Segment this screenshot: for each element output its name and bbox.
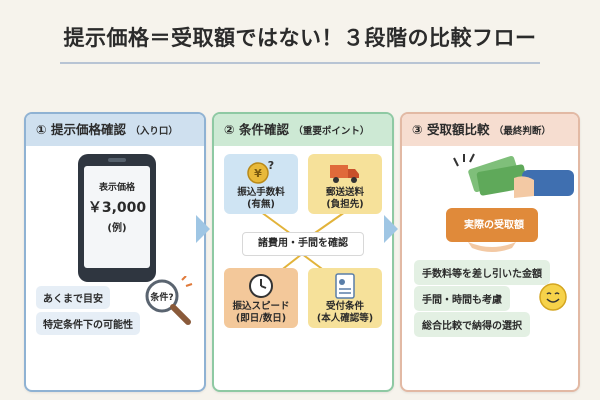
step-3-sub: （最終判断） bbox=[493, 126, 551, 137]
transfer-speed-tile: 振込スピード (即日/数日) bbox=[224, 268, 298, 328]
actual-receipt-label: 実際の受取額 bbox=[464, 220, 524, 231]
step-2-header: ② 条件確認 （重要ポイント） bbox=[214, 114, 392, 146]
caution-chip: 特定条件下の可能性 bbox=[36, 312, 140, 335]
caution-chip: あくまで目安 bbox=[36, 286, 110, 309]
flow-arrow-icon bbox=[196, 215, 210, 243]
shipping-tile: 郵送送料 (負担先) bbox=[308, 154, 382, 214]
tile-line1: 受付条件 bbox=[325, 301, 364, 312]
fee-tile: ¥ ? 振込手数料 (有無) bbox=[224, 154, 298, 214]
phone-notch bbox=[108, 158, 126, 162]
smiley-face-icon bbox=[539, 283, 567, 311]
tile-line2: (本人確認等) bbox=[316, 313, 374, 324]
display-price-note: (例) bbox=[107, 223, 127, 234]
step-2-heading: 条件確認 bbox=[238, 122, 289, 137]
id-document-icon bbox=[335, 273, 355, 299]
tile-line1: 振込スピード bbox=[232, 301, 290, 312]
result-item: 総合比較で納得の選択 bbox=[414, 312, 530, 337]
clock-icon bbox=[249, 274, 273, 298]
svg-text:?: ? bbox=[268, 159, 274, 172]
display-price-label: 表示価格 bbox=[98, 183, 135, 193]
step-1-sub: （入り口） bbox=[130, 126, 178, 137]
step-3-panel: ③ 受取額比較 （最終判断） 実際の受取額 手数料等を差し引いた金額 手間・時間… bbox=[400, 112, 580, 392]
step-3-heading: 受取額比較 bbox=[426, 122, 490, 137]
costs-check-box: 諸費用・手間を確認 bbox=[242, 232, 364, 256]
display-price-value: ￥3,000 bbox=[87, 200, 147, 216]
phone-screen: 表示価格 ￥3,000 (例) bbox=[84, 166, 150, 268]
svg-text:¥: ¥ bbox=[254, 167, 262, 180]
result-item: 手数料等を差し引いた金額 bbox=[414, 260, 550, 285]
magnifier-text: 条件? bbox=[149, 291, 173, 303]
smartphone-icon: 表示価格 ￥3,000 (例) bbox=[78, 154, 156, 282]
tile-line2: (負担先) bbox=[326, 199, 364, 210]
step-1-panel: ① 提示価格確認 （入り口） 表示価格 ￥3,000 (例) あくまで目安 特定… bbox=[24, 112, 206, 392]
step-3-number: ③ bbox=[412, 122, 423, 137]
tile-line1: 振込手数料 bbox=[237, 187, 285, 198]
flow-arrow-icon bbox=[384, 215, 398, 243]
title-underline bbox=[60, 62, 540, 64]
step-1-heading: 提示価格確認 bbox=[50, 122, 126, 137]
step-1-header: ① 提示価格確認 （入り口） bbox=[26, 114, 204, 146]
tile-line1: 郵送送料 bbox=[325, 187, 364, 198]
cash-wallet-icon bbox=[446, 153, 574, 252]
tile-line2: (有無) bbox=[247, 199, 275, 210]
magnifier-icon: 条件? bbox=[145, 276, 193, 325]
acceptance-tile: 受付条件 (本人確認等) bbox=[308, 268, 382, 328]
step-2-panel: ② 条件確認 （重要ポイント） ¥ ? 振込手数料 (有無) 郵送送料 (負担先… bbox=[212, 112, 394, 392]
yen-coin-question-icon: ¥ ? bbox=[247, 159, 274, 184]
result-item: 手間・時間も考慮 bbox=[414, 286, 510, 311]
step-3-header: ③ 受取額比較 （最終判断） bbox=[402, 114, 578, 146]
delivery-truck-icon bbox=[330, 165, 359, 183]
step-2-number: ② bbox=[224, 122, 235, 137]
step-2-sub: （重要ポイント） bbox=[293, 126, 370, 137]
step-1-number: ① bbox=[36, 122, 47, 137]
tile-line2: (即日/数日) bbox=[235, 313, 287, 324]
page-title: 提示価格＝受取額ではない！３段階の比較フロー bbox=[63, 26, 537, 50]
